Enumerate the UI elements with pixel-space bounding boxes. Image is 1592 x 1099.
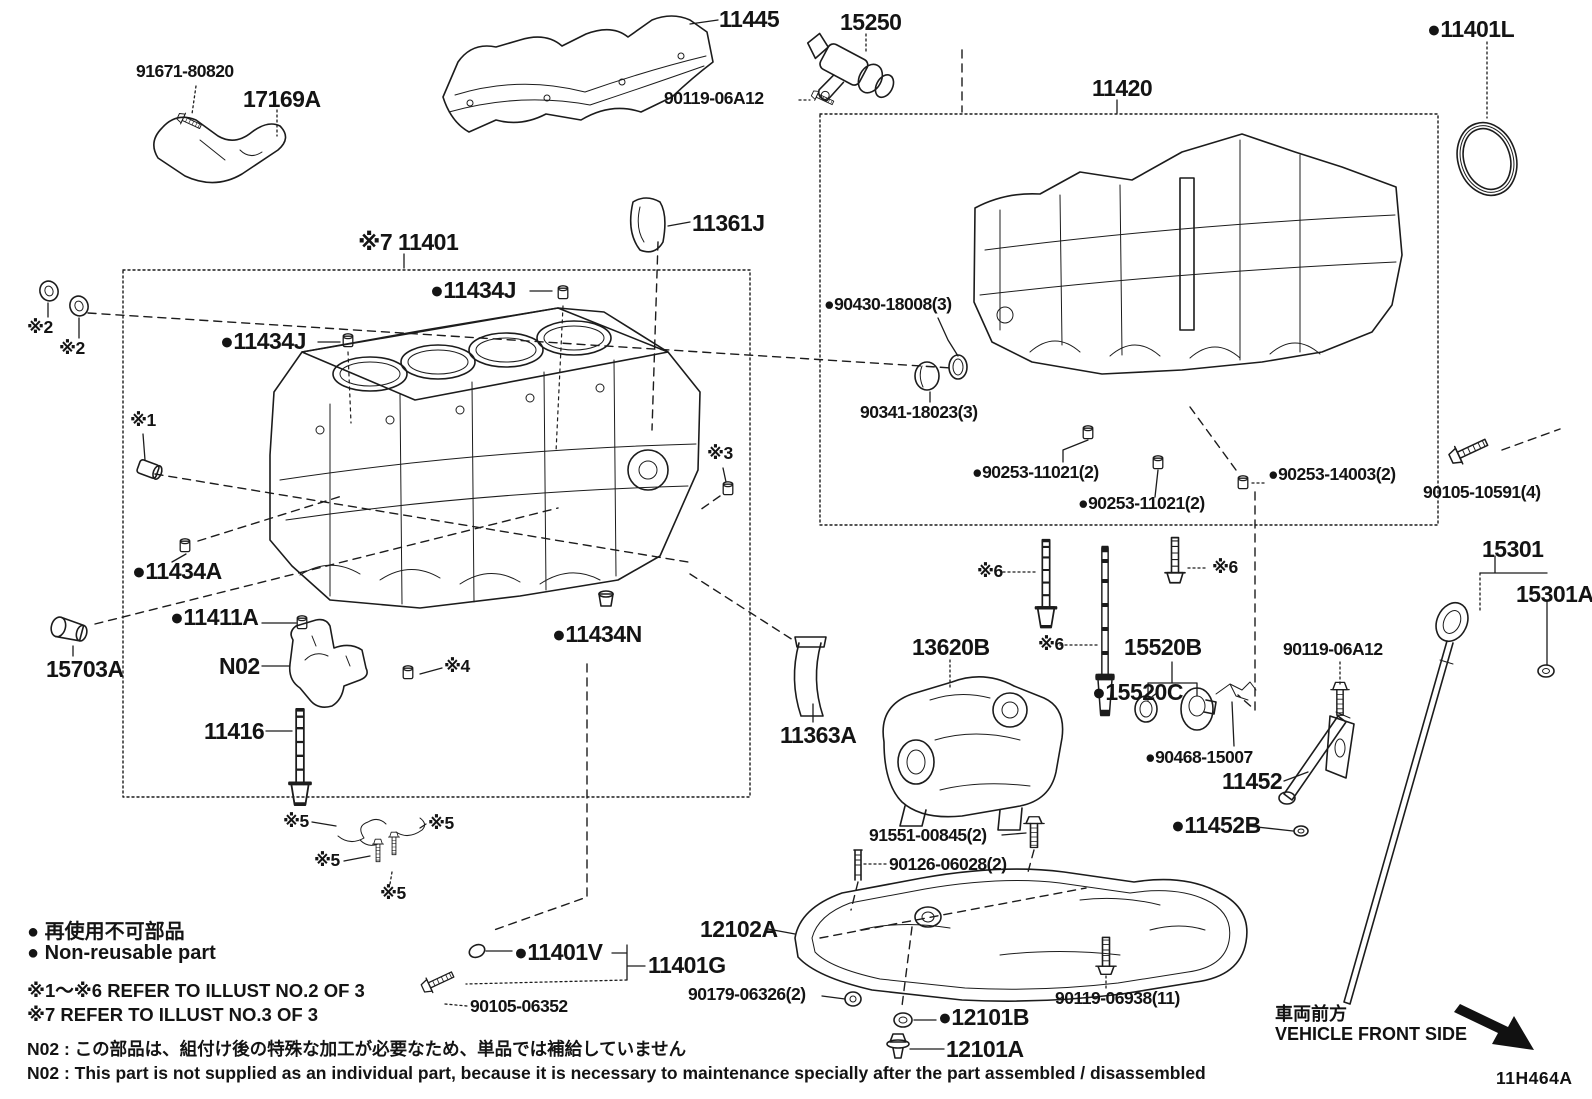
part-label-15520B: 15520B (1124, 634, 1202, 660)
oil-seal-drawing (1456, 121, 1518, 197)
marker-label-6a: ※6 (977, 561, 1003, 581)
part-label-N02: N02 (219, 653, 260, 679)
marker-label-2b: ※2 (59, 338, 85, 358)
marker-label-4: ※4 (444, 656, 470, 676)
front-side-label-jp: 車両前方 (1275, 1004, 1347, 1024)
part-label-11361J: 11361J (692, 210, 765, 236)
legend-ref-7: ※7 REFER TO ILLUST NO.3 OF 3 (27, 1004, 319, 1025)
part-label-91551-00845: 91551-00845(2) (869, 825, 987, 845)
legend-ref-1-6: ※1～※6 REFER TO ILLUST NO.2 OF 3 (27, 980, 365, 1001)
small-parts-drawings (39, 280, 827, 863)
part-label-13620B: 13620B (912, 634, 990, 660)
part-label-11420: 11420 (1092, 75, 1153, 101)
part-label-11401L: ●11401L (1427, 16, 1515, 42)
part-label-90105-06352: 90105-06352 (470, 996, 568, 1016)
leader-lines (47, 19, 1548, 1050)
legend-n02-en: N02 : This part is not supplied as an in… (27, 1063, 1206, 1083)
part-label-11445: 11445 (719, 6, 780, 32)
marker-label-5b: ※5 (428, 813, 454, 833)
part-label-91671-80820: 91671-80820 (136, 61, 234, 81)
part-label-15250: 15250 (840, 9, 902, 35)
part-label-90179-06326: 90179-06326(2) (688, 984, 806, 1004)
part-label-90253-14003: ●90253-14003(2) (1268, 464, 1396, 484)
part-label-11434A: ●11434A (132, 558, 222, 584)
small-insulator-drawing (629, 197, 666, 253)
part-label-90119-06A12-b: 90119-06A12 (1283, 639, 1383, 659)
marker-label-2a: ※2 (27, 317, 53, 337)
part-label-90105-10591: 90105-10591(4) (1423, 482, 1541, 502)
part-label-12101A: 12101A (946, 1036, 1024, 1062)
part-label-11411A: ●11411A (170, 604, 259, 630)
marker-label-5a: ※5 (283, 811, 309, 831)
part-label-12102A: 12102A (700, 916, 778, 942)
part-label-90430-18008: ●90430-18008(3) (824, 294, 952, 314)
marker-label-6b: ※6 (1038, 634, 1064, 654)
legend-nonreusable-en: ● Non-reusable part (27, 942, 216, 964)
figure-code: 11H464A (1496, 1068, 1573, 1088)
marker-label-6c: ※6 (1212, 557, 1238, 577)
part-label-11401V: ●11401V (514, 939, 603, 965)
part-label-11452: 11452 (1222, 768, 1283, 794)
part-label-90341-18023: 90341-18023(3) (860, 402, 978, 422)
part-label-11434N: ●11434N (552, 621, 642, 647)
part-label-15703A: 15703A (46, 656, 124, 682)
part-label-90119-06A12-a: 90119-06A12 (664, 88, 764, 108)
part-label-11401: ※7 11401 (358, 229, 459, 255)
part-label-90253-11021-b: ●90253-11021(2) (1078, 493, 1205, 513)
part-label-11434J-b: ●11434J (220, 328, 306, 354)
part-label-11416: 11416 (204, 718, 265, 744)
marker-label-3: ※3 (707, 443, 733, 463)
marker-label-1: ※1 (130, 410, 156, 430)
part-label-15301A: 15301A (1516, 581, 1592, 607)
part-label-15520C: ●15520C (1092, 679, 1183, 705)
part-label-11401G: 11401G (648, 952, 726, 978)
legend-n02-jp: N02 : この部品は、組付け後の特殊な加工が必要なため、単品では補給していませ… (27, 1039, 687, 1059)
part-label-90468-15007: ●90468-15007 (1145, 747, 1253, 767)
part-label-11452B: ●11452B (1171, 812, 1261, 838)
dipstick-drawing (1278, 432, 1555, 1005)
part-label-12101B: ●12101B (938, 1004, 1029, 1030)
crankcase-drawing (914, 133, 1403, 490)
marker-label-5c: ※5 (314, 850, 340, 870)
part-label-11434J-a: ●11434J (430, 277, 516, 303)
legend-nonreusable-jp: ● 再使用不可部品 (27, 921, 185, 943)
front-side-label-en: VEHICLE FRONT SIDE (1275, 1024, 1468, 1044)
vehicle-front-arrow (1454, 1004, 1534, 1050)
assembly-dashed-lines (87, 49, 1561, 1007)
marker-label-5d: ※5 (380, 883, 406, 903)
part-label-90119-06938: 90119-06938(11) (1055, 988, 1180, 1008)
oil-pump-drawing (853, 536, 1350, 881)
part-label-11363A: 11363A (780, 722, 857, 748)
sensor-drawing (806, 32, 895, 109)
heat-insulator-drawing (442, 15, 714, 133)
bracket-drawing (153, 110, 287, 184)
part-label-90253-11021-a: ●90253-11021(2) (972, 462, 1099, 482)
part-label-17169A: 17169A (243, 86, 321, 112)
enclosure-boxes (122, 113, 1439, 798)
part-label-90126-06028: 90126-06028(2) (889, 854, 1007, 874)
cylinder-block-drawing (269, 307, 701, 609)
part-label-15301: 15301 (1482, 536, 1544, 562)
